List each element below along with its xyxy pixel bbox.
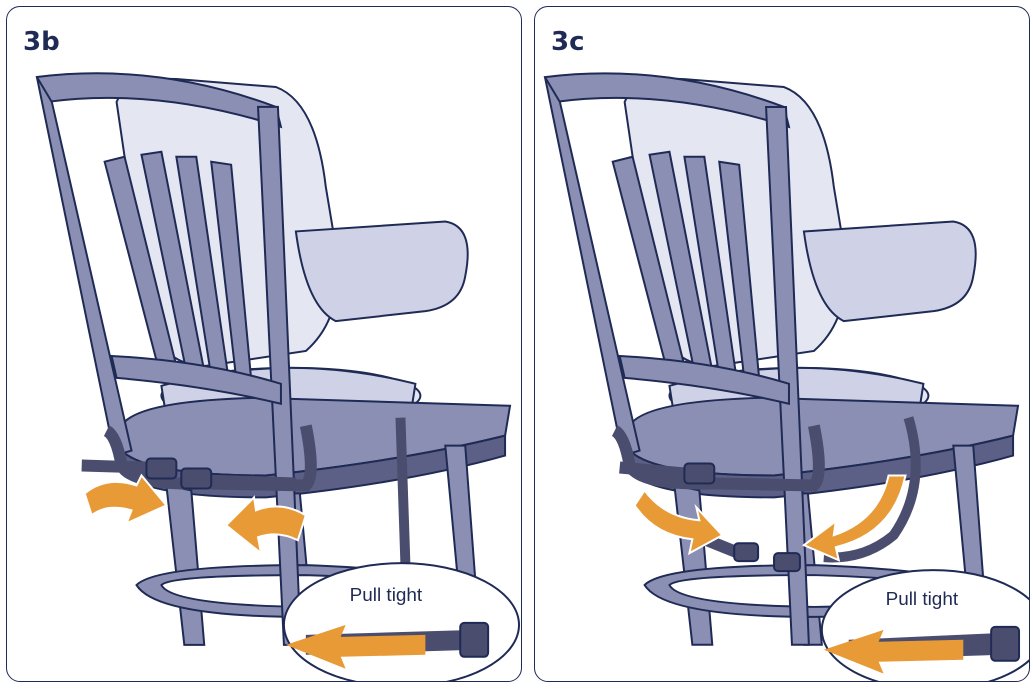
chair-illustration: Pull tight xyxy=(7,7,521,681)
step-panel-3b: 3b xyxy=(6,6,522,682)
step-label: 3c xyxy=(551,27,585,57)
buckle-icon xyxy=(684,464,714,484)
step-panel-3c: 3c xyxy=(534,6,1030,682)
chair-illustration: Pull tight xyxy=(535,7,1029,681)
buckle-icon xyxy=(146,459,176,479)
magnifier-callout-icon: Pull tight xyxy=(284,563,519,681)
buckle-icon xyxy=(181,469,211,489)
buckle-icon xyxy=(734,543,758,561)
callout-text: Pull tight xyxy=(886,589,959,610)
callout-text: Pull tight xyxy=(350,585,423,606)
buckle-icon xyxy=(774,553,800,571)
step-label: 3b xyxy=(23,27,60,57)
